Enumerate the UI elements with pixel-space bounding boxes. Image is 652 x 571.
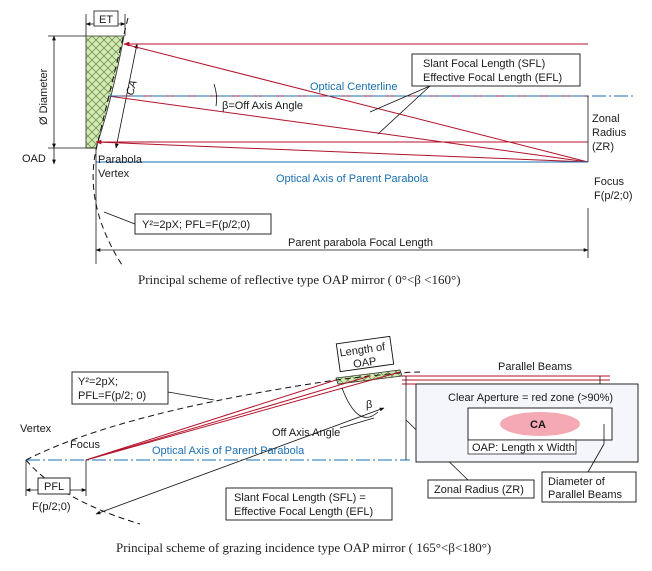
beta-label-2: β: [366, 399, 372, 411]
parallel-beams-label: Parallel Beams: [498, 361, 572, 373]
pfl-label: PFL: [44, 481, 64, 493]
sfl-efl-box: [411, 53, 581, 87]
parabola-lower-curve: [25, 459, 141, 525]
sfl-label-2: Slant Focal Length (SFL) =: [234, 492, 366, 504]
sfl-leader-2: [369, 85, 431, 113]
et-label-box: [93, 10, 119, 27]
ca-label-2: CA: [530, 419, 546, 431]
diameter-label: Ø Diameter: [38, 68, 50, 125]
grazing-oap-diagram: Length of OAP Parallel Beams Y²=2pX; PFL…: [20, 335, 639, 555]
focus-label: Focus: [594, 176, 624, 188]
reflected-ray-1: [123, 43, 589, 163]
grazing-mirror: [335, 369, 403, 385]
oad-label: OAD: [22, 153, 46, 165]
reflective-mirror: [85, 35, 125, 149]
radius-label: Radius: [592, 127, 627, 139]
pfl-box: [37, 477, 71, 495]
sfl-label: Slant Focal Length (SFL): [423, 58, 545, 70]
optical-axis-label: Optical Axis of Parent Parabola: [276, 173, 429, 185]
caption-grazing: Principal scheme of grazing incidence ty…: [116, 540, 491, 555]
equation-leader-2: [167, 391, 215, 401]
oap-label: OAP: [353, 356, 378, 371]
ca-zone: [500, 412, 580, 436]
diameter-of-beams-box: [541, 471, 637, 503]
caption-reflective: Principal scheme of reflective type OAP …: [138, 272, 461, 287]
beta-arc-2: [341, 387, 379, 418]
clear-aperture-label: Clear Aperture = red zone (>90%): [448, 392, 613, 404]
length-of-oap-box: [335, 335, 395, 373]
equation-leader: [103, 211, 136, 225]
optical-centerline-label: Optical Centerline: [310, 81, 397, 93]
equation-line2: PFL=F(p/2; 0): [78, 390, 146, 402]
diameter-leader: [587, 443, 605, 473]
off-axis-leader: [339, 417, 375, 429]
reflected-ray-3: [95, 141, 589, 163]
vertex-label-2: Vertex: [20, 423, 52, 435]
vertex-label: Vertex: [98, 168, 130, 180]
zonal-label: Zonal: [592, 113, 620, 125]
sfl-dimension-2: [95, 407, 385, 515]
ca-label: CA: [124, 79, 140, 97]
equation-label-1: Y²=2pX; PFL=F(p/2;0): [142, 219, 250, 231]
beta-label: β=Off Axis Angle: [222, 100, 303, 112]
beta-arc: [213, 83, 218, 107]
et-label: ET: [99, 14, 113, 26]
equation-box-2: [71, 371, 169, 405]
sfl-leader-1: [377, 85, 431, 135]
focus-label-2: Focus: [70, 439, 100, 451]
parallel-beams-label-2: Parallel Beams: [548, 489, 622, 501]
optical-axis-label-2: Optical Axis of Parent Parabola: [152, 445, 305, 457]
oap-dims-box: [467, 439, 577, 455]
zonal-radius-box: [427, 479, 535, 499]
diameter-of-label: Diameter of: [548, 476, 606, 488]
focus-coord-label: F(p/2;0): [594, 190, 633, 202]
parent-focal-label: Parent parabola Focal Length: [288, 237, 433, 249]
parabola-upper-curve: [25, 371, 421, 461]
zr-label: (ZR): [592, 141, 614, 153]
efl-label: Effective Focal Length (EFL): [423, 72, 562, 84]
zonal-radius-label: Zonal Radius (ZR): [434, 484, 524, 496]
efl-label-2: Effective Focal Length (EFL): [234, 506, 373, 518]
oap-dims-label: OAP: Length x Width: [472, 442, 575, 454]
parabola-label: Parabola: [98, 154, 143, 166]
sfl-efl-box-2: [225, 487, 393, 521]
reflected-ray-2: [107, 95, 589, 163]
reflective-oap-diagram: ET Ø Diameter OAD CA Optical Centerline …: [22, 10, 636, 287]
off-axis-angle-label: Off Axis Angle: [272, 427, 340, 439]
pfl-coord-label: F(p/2;0): [32, 501, 71, 513]
equation-line1: Y²=2pX;: [78, 376, 118, 388]
